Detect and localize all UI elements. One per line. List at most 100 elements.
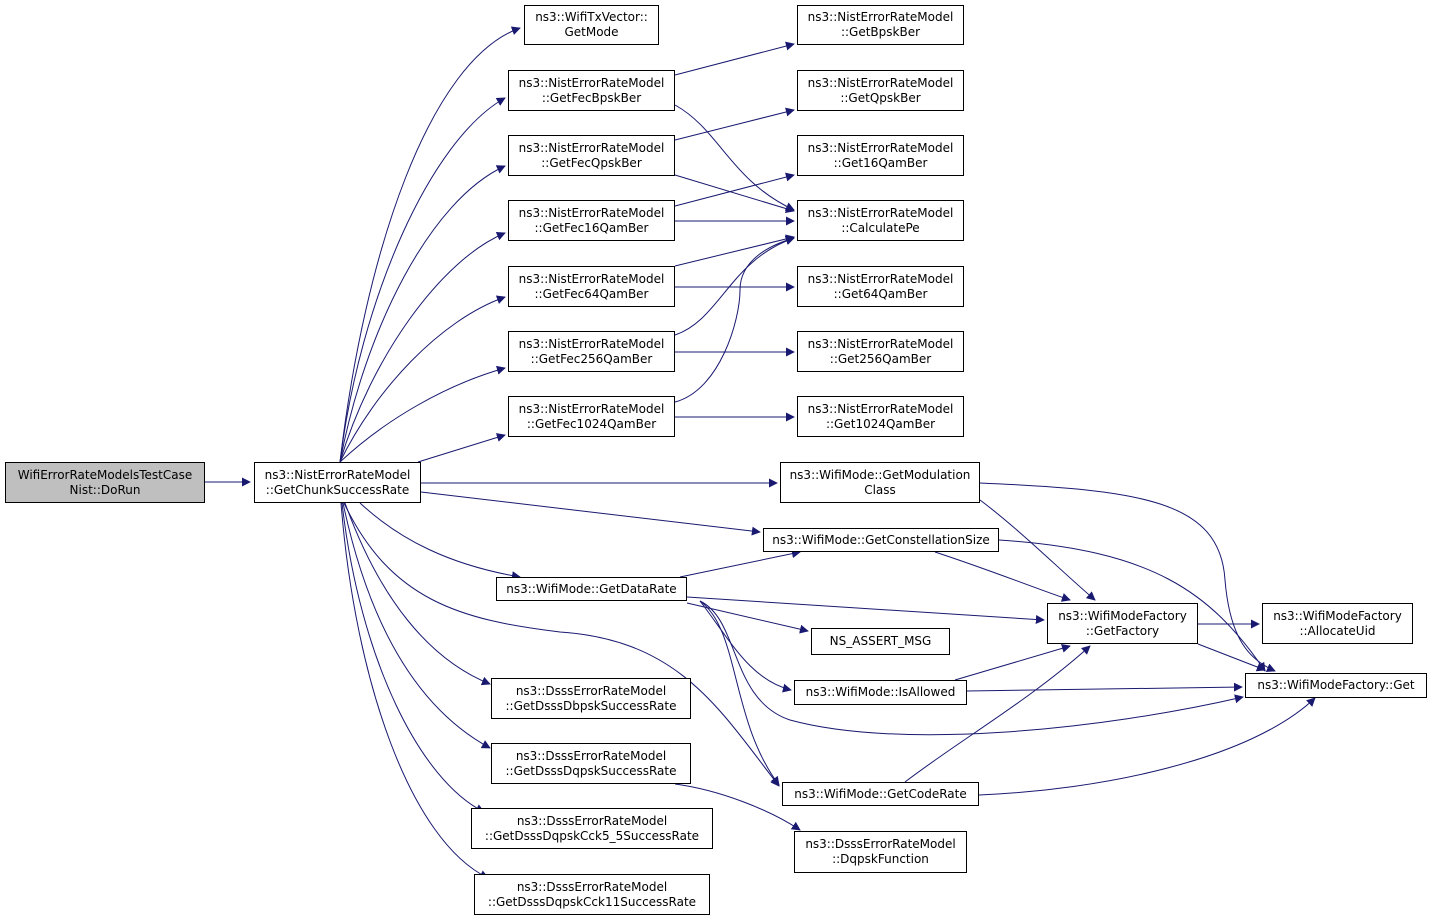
node-dqpsk-function-line-1: ns3::DsssErrorRateModel (805, 837, 956, 851)
node-get-dsss-cck11-line-1: ns3::DsssErrorRateModel (516, 879, 668, 894)
node-get-dsss-dbpsk[interactable]: ns3::DsssErrorRateModel ::GetDsssDbpskSu… (491, 678, 691, 719)
edge-chunk-to-dsssdqpsk (342, 502, 491, 749)
edge-chunk-to-fec64qam (339, 295, 506, 463)
node-ns-assert-msg-line-1: NS_ASSERT_MSG (829, 634, 932, 648)
node-get-1024qam-ber-line-1: ns3::NistErrorRateModel (807, 401, 954, 416)
node-get-fec-256qam-ber-line-1: ns3::NistErrorRateModel (518, 336, 665, 351)
node-ns-assert-msg[interactable]: NS_ASSERT_MSG (811, 628, 950, 655)
node-get-constellation-size-line-1: ns3::WifiMode::GetConstellationSize (772, 532, 990, 547)
node-get-fec-16qam-ber[interactable]: ns3::NistErrorRateModel ::GetFec16QamBer (508, 200, 675, 241)
edge-chunk-to-datarate (359, 502, 521, 581)
node-get-factory-line-1: ns3::WifiModeFactory (1058, 608, 1187, 623)
node-get-dsss-cck11[interactable]: ns3::DsssErrorRateModel ::GetDsssDqpskCc… (474, 874, 710, 915)
node-get-dsss-dbpsk-line-1: ns3::DsssErrorRateModel (515, 683, 667, 698)
node-dqpsk-function-line-2: ::DqpskFunction (832, 852, 929, 866)
node-get-data-rate[interactable]: ns3::WifiMode::GetDataRate (496, 577, 687, 601)
edge-datarate-to-coderate (699, 600, 780, 786)
node-get-fec-64qam-ber[interactable]: ns3::NistErrorRateModel ::GetFec64QamBer (508, 266, 675, 307)
edge-fec1024qam-to-calcpe (674, 235, 795, 403)
node-get-factory-line-2: ::GetFactory (1085, 623, 1160, 638)
node-calculate-pe-line-2: ::CalculatePe (841, 220, 920, 235)
edge-datarate-to-constsize (679, 549, 801, 578)
node-tx-get-mode-line-1: ns3::WifiTxVector:: (535, 10, 648, 24)
node-tx-get-mode-line-2: GetMode (564, 25, 619, 39)
edge-chunk-to-coderate (343, 502, 780, 787)
node-get-256qam-ber[interactable]: ns3::NistErrorRateModel ::Get256QamBer (797, 331, 964, 372)
node-get-factory[interactable]: ns3::WifiModeFactory ::GetFactory (1047, 603, 1198, 644)
node-get-fec-bpsk-ber[interactable]: ns3::NistErrorRateModel ::GetFecBpskBer (508, 70, 675, 111)
node-get-fec-256qam-ber[interactable]: ns3::NistErrorRateModel ::GetFec256QamBe… (508, 331, 675, 372)
node-get-qpsk-ber-line-1: ns3::NistErrorRateModel (807, 75, 954, 90)
node-get-fec-bpsk-ber-line-1: ns3::NistErrorRateModel (518, 75, 665, 90)
node-root-line-1: WifiErrorRateModelsTestCase (17, 467, 193, 482)
node-root-line-2: Nist::DoRun (69, 482, 141, 497)
edge-coderate-to-factoryget (978, 697, 1316, 796)
node-get-dsss-dqpsk-line-2: ::GetDsssDqpskSuccessRate (505, 763, 677, 778)
edge-fec64qam-to-calcpe (674, 234, 795, 267)
edge-datarate-to-factoryget (699, 600, 1244, 736)
node-get-fec-qpsk-ber-line-2: ::GetFecQpskBer (541, 155, 642, 170)
edge-dsssdqpsk-to-dqpsk (674, 783, 801, 831)
node-get-modulation-class[interactable]: ns3::WifiMode::GetModulation Class (780, 462, 980, 503)
node-get-qpsk-ber-line-2: ::GetQpskBer (840, 90, 921, 105)
node-get-1024qam-ber[interactable]: ns3::NistErrorRateModel ::Get1024QamBer (797, 396, 964, 437)
node-get-constellation-size[interactable]: ns3::WifiMode::GetConstellationSize (763, 528, 999, 552)
node-get-256qam-ber-line-1: ns3::NistErrorRateModel (807, 336, 954, 351)
edge-chunk-to-constsize (420, 491, 761, 536)
node-get-64qam-ber-line-2: ::Get64QamBer (833, 286, 928, 301)
node-get-fec-64qam-ber-line-1: ns3::NistErrorRateModel (518, 271, 665, 286)
node-factory-get[interactable]: ns3::WifiModeFactory::Get (1245, 673, 1427, 698)
edge-coderate-to-factory (904, 645, 1091, 783)
node-get-fec-bpsk-ber-line-2: ::GetFecBpskBer (541, 90, 642, 105)
edge-chunk-to-dsssdbpsk (344, 502, 491, 686)
edge-fecbpsk-to-calcpe (674, 104, 795, 211)
node-get-256qam-ber-line-2: ::Get256QamBer (829, 351, 932, 366)
edge-chunk-to-fec256qam (339, 365, 506, 463)
node-allocate-uid-line-2: ::AllocateUid (1299, 623, 1376, 638)
node-get-fec-qpsk-ber-line-1: ns3::NistErrorRateModel (518, 140, 665, 155)
edge-modclass-to-factoryget (979, 482, 1276, 672)
node-get-fec-qpsk-ber[interactable]: ns3::NistErrorRateModel ::GetFecQpskBer (508, 135, 675, 176)
node-get-dsss-dbpsk-line-2: ::GetDsssDbpskSuccessRate (505, 698, 677, 713)
edge-chunk-to-fec16qam (339, 231, 506, 463)
edge-fec16-to-16qam (674, 172, 795, 207)
edge-chunk-to-fecbpsk (339, 97, 506, 463)
edge-constsize-to-factoryget (998, 539, 1266, 672)
node-get-code-rate-line-1: ns3::WifiMode::GetCodeRate (794, 786, 967, 801)
node-get-64qam-ber[interactable]: ns3::NistErrorRateModel ::Get64QamBer (797, 266, 964, 307)
edge-fecbpsk-to-bpsk (674, 41, 795, 76)
node-is-allowed[interactable]: ns3::WifiMode::IsAllowed (794, 680, 967, 705)
edge-chunk-to-fecqpsk (339, 165, 506, 463)
node-get-chunk-success-rate[interactable]: ns3::NistErrorRateModel ::GetChunkSucces… (254, 462, 421, 503)
node-get-16qam-ber-line-1: ns3::NistErrorRateModel (807, 140, 954, 155)
node-get-qpsk-ber[interactable]: ns3::NistErrorRateModel ::GetQpskBer (797, 70, 964, 111)
node-tx-get-mode[interactable]: ns3::WifiTxVector:: GetMode (524, 5, 659, 45)
edge-fecqpsk-to-qpsk (674, 107, 795, 141)
node-calculate-pe[interactable]: ns3::NistErrorRateModel ::CalculatePe (797, 200, 964, 241)
node-get-16qam-ber[interactable]: ns3::NistErrorRateModel ::Get16QamBer (797, 135, 964, 176)
node-get-chunk-success-rate-line-1: ns3::NistErrorRateModel (264, 467, 411, 482)
node-allocate-uid-line-1: ns3::WifiModeFactory (1273, 608, 1402, 623)
node-get-fec-1024qam-ber-line-2: ::GetFec1024QamBer (526, 416, 657, 431)
node-get-data-rate-line-1: ns3::WifiMode::GetDataRate (506, 581, 677, 596)
node-allocate-uid[interactable]: ns3::WifiModeFactory ::AllocateUid (1262, 603, 1413, 644)
node-get-dsss-cck5-5[interactable]: ns3::DsssErrorRateModel ::GetDsssDqpskCc… (471, 808, 713, 849)
node-get-fec-256qam-ber-line-2: ::GetFec256QamBer (530, 351, 653, 366)
edge-datarate-to-isallowed (699, 600, 792, 693)
edge-fec256qam-to-calcpe (674, 236, 795, 336)
edge-fecqpsk-to-calcpe (674, 174, 795, 213)
node-get-code-rate[interactable]: ns3::WifiMode::GetCodeRate (782, 782, 979, 806)
node-get-1024qam-ber-line-2: ::Get1024QamBer (825, 416, 936, 431)
node-get-64qam-ber-line-1: ns3::NistErrorRateModel (807, 271, 954, 286)
node-root[interactable]: WifiErrorRateModelsTestCase Nist::DoRun (5, 462, 205, 503)
node-get-fec-1024qam-ber[interactable]: ns3::NistErrorRateModel ::GetFec1024QamB… (508, 396, 675, 437)
node-factory-get-line-1: ns3::WifiModeFactory::Get (1257, 678, 1415, 692)
node-get-dsss-cck5-5-line-1: ns3::DsssErrorRateModel (516, 813, 668, 828)
node-get-dsss-dqpsk[interactable]: ns3::DsssErrorRateModel ::GetDsssDqpskSu… (491, 743, 691, 784)
node-get-fec-1024qam-ber-line-1: ns3::NistErrorRateModel (518, 401, 665, 416)
edge-constsize-to-factory (934, 551, 1071, 602)
node-get-bpsk-ber[interactable]: ns3::NistErrorRateModel ::GetBpskBer (797, 5, 964, 45)
node-get-bpsk-ber-line-2: ::GetBpskBer (840, 25, 921, 39)
node-dqpsk-function[interactable]: ns3::DsssErrorRateModel ::DqpskFunction (794, 831, 967, 873)
